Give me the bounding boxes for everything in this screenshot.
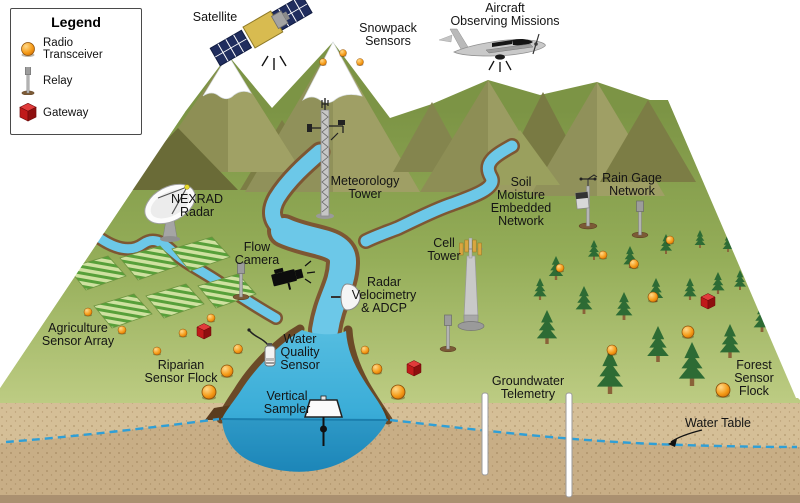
- radio-transceiver-icon: [390, 384, 406, 401]
- radio-transceiver-icon: [715, 382, 731, 399]
- rain-gage-station-icon: [575, 174, 598, 230]
- right-edge-mask: [668, 100, 800, 398]
- river-pond: [205, 324, 393, 472]
- legend-item-label: Relay: [43, 75, 73, 87]
- cell-tower-icon: [457, 237, 485, 331]
- radio-transceiver-icon: [206, 313, 216, 323]
- nexrad-radar-dish-icon: [144, 183, 196, 242]
- radio-transceiver-icon: [598, 250, 608, 260]
- radio-transceiver-icon: [360, 345, 370, 355]
- vertical-sampler-icon: [303, 395, 344, 446]
- pond-waterline: [220, 418, 389, 421]
- radio-transceiver-icon: [629, 259, 639, 270]
- legend-item: Gateway: [17, 100, 135, 126]
- radio-transceiver-icon: [220, 364, 234, 379]
- satellite-icon: [209, 0, 313, 70]
- radio-transceiver-icon: [152, 346, 162, 356]
- radio-transceiver-icon: [83, 307, 93, 317]
- radio-transceiver-icon: [117, 325, 127, 335]
- water-table-arrow-icon: [668, 429, 703, 447]
- aircraft-sensor-pod-icon: [495, 54, 505, 60]
- radio-transceiver-icon: [233, 344, 243, 355]
- relay-icon: [17, 67, 39, 95]
- radio-transceiver-icon: [319, 58, 327, 67]
- radio-transceiver-icon: [647, 291, 659, 304]
- water-quality-sensor-icon: [247, 328, 276, 367]
- legend-item-label: Gateway: [43, 107, 89, 119]
- radar-velocimetry-icon: [331, 283, 361, 311]
- legend-item: Radio Transceiver: [17, 36, 135, 62]
- satellite-signal-icon: [261, 55, 287, 70]
- radio-transceiver-icon: [606, 344, 618, 357]
- radio-transceiver-icon: [371, 363, 383, 376]
- groundwater-well-icon: [481, 392, 573, 498]
- radio-transceiver-icon: [681, 325, 695, 340]
- radio-transceiver-icon: [17, 36, 39, 62]
- gateway-icon: [17, 100, 39, 126]
- water-table-line: [5, 417, 798, 449]
- camera-signal-icon: [304, 260, 316, 284]
- gateway-icon: [406, 360, 422, 377]
- radio-transceiver-icon: [201, 384, 217, 401]
- radio-transceiver-icon: [356, 58, 364, 67]
- gateway-icon: [196, 323, 212, 340]
- soil-cross-section: [0, 400, 800, 503]
- flow-camera-icon: [271, 260, 316, 290]
- radio-transceiver-icon: [665, 235, 675, 245]
- legend-title: Legend: [51, 14, 101, 30]
- meteorology-tower-icon: [307, 98, 345, 219]
- aircraft-icon: [438, 28, 546, 72]
- radio-transceiver-icon: [178, 328, 188, 338]
- radio-transceiver-icon: [555, 263, 565, 273]
- legend-item: Relay: [17, 67, 135, 95]
- gateway-icon: [700, 293, 716, 310]
- legend-item-label: Radio Transceiver: [43, 37, 103, 61]
- radio-transceiver-icon: [339, 49, 347, 58]
- snow-cap: [202, 54, 252, 100]
